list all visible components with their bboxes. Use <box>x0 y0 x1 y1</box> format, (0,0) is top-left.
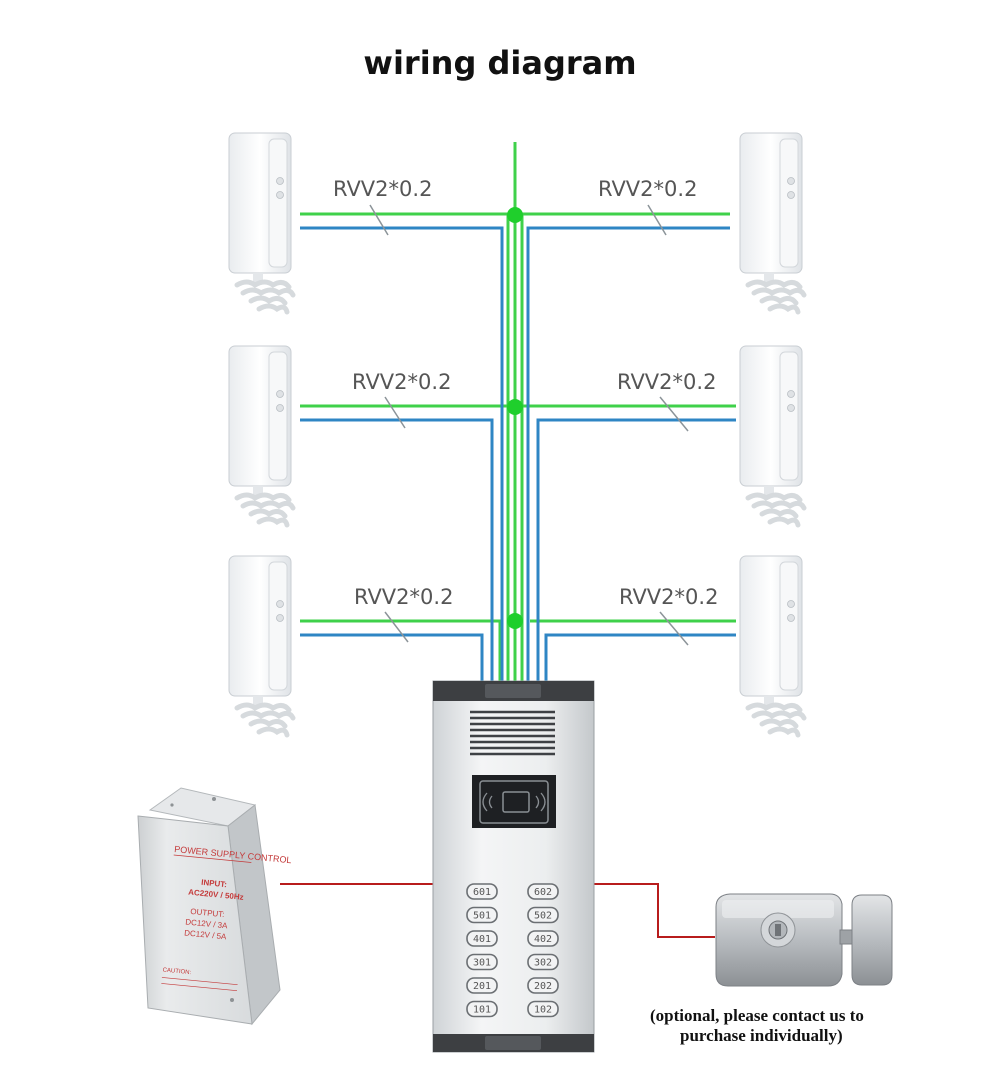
psu-output-1: DC12V / 3A <box>185 917 229 930</box>
call-button-label: 602 <box>534 887 552 898</box>
call-button[interactable]: 502 <box>527 906 559 924</box>
call-button[interactable]: 602 <box>527 883 559 900</box>
call-button[interactable]: 501 <box>466 906 498 924</box>
psu-caution: CAUTION: <box>162 967 191 976</box>
psu-input-label: INPUT: <box>201 878 228 889</box>
cable-label: RVV2*0.2 <box>598 177 697 201</box>
power-supply-box-icon: POWER SUPPLY CONTROL INPUT: AC220V / 50H… <box>137 787 292 1026</box>
call-button-label: 601 <box>473 887 491 898</box>
call-button-label: 501 <box>473 911 491 922</box>
call-button[interactable]: 102 <box>527 1000 559 1018</box>
cable-label: RVV2*0.2 <box>354 585 453 609</box>
call-button-label: 102 <box>534 1005 552 1016</box>
door-station-panel <box>432 680 595 1053</box>
call-button-label: 101 <box>473 1005 491 1016</box>
lock-note-line-1: (optional, please contact us to <box>650 1006 864 1025</box>
call-button[interactable]: 101 <box>466 1000 498 1018</box>
call-button[interactable]: 601 <box>466 883 498 900</box>
intercom-handset-icon <box>740 133 804 312</box>
cable-label: RVV2*0.2 <box>352 370 451 394</box>
junction-nodes <box>507 207 523 629</box>
intercom-handset-icon <box>229 556 293 735</box>
call-button[interactable]: 402 <box>527 930 559 947</box>
speaker-grille <box>470 710 555 756</box>
call-button-label: 301 <box>473 958 491 969</box>
rfid-card-reader-icon <box>472 775 556 828</box>
electric-lock-icon <box>715 893 893 987</box>
intercom-handset-icon <box>229 346 293 525</box>
call-button[interactable]: 202 <box>527 977 559 994</box>
lock-optional-note: (optional, please contact us to purchase… <box>650 1006 970 1046</box>
call-button-label: 302 <box>534 958 552 969</box>
call-button-label: 502 <box>534 911 552 922</box>
diagram-title: wiring diagram <box>363 44 637 82</box>
call-button[interactable]: 201 <box>466 977 498 994</box>
call-button[interactable]: 401 <box>466 930 498 947</box>
call-button-label: 401 <box>473 934 491 945</box>
cable-label: RVV2*0.2 <box>617 370 716 394</box>
cable-label: RVV2*0.2 <box>333 177 432 201</box>
call-button-label: 402 <box>534 934 552 945</box>
intercom-handset-icon <box>740 556 804 735</box>
cable-slash-marks <box>369 204 689 646</box>
intercom-handset-icon <box>229 133 293 312</box>
call-button-label: 202 <box>534 981 552 992</box>
red-power-wires <box>280 883 715 938</box>
call-button-grid: 601 602 501 502 401 402 301 302 201 202 101 102 <box>466 883 559 1018</box>
call-button[interactable]: 301 <box>466 953 498 971</box>
psu-output-2: DC12V / 5A <box>184 928 228 941</box>
call-button[interactable]: 302 <box>527 953 559 971</box>
lock-note-line-2: purchase individually) <box>680 1026 843 1045</box>
call-button-label: 201 <box>473 981 491 992</box>
intercom-handset-icon <box>740 346 804 525</box>
psu-output-label: OUTPUT: <box>190 907 225 919</box>
cable-label: RVV2*0.2 <box>619 585 718 609</box>
